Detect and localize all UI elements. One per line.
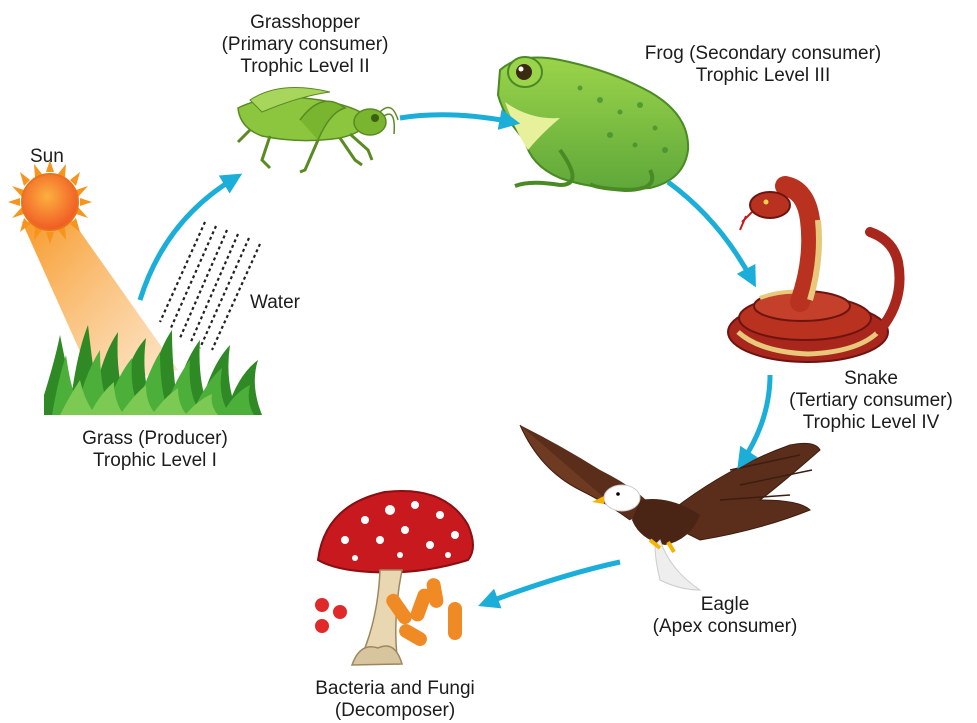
grasshopper-label-name: Grasshopper xyxy=(195,12,415,34)
snake-label: Snake (Tertiary consumer) Trophic Level … xyxy=(772,368,970,434)
grass-label: Grass (Producer) Trophic Level I xyxy=(40,428,270,472)
arrow-eagle-to-decomposer xyxy=(486,562,620,603)
snake-label-name: Snake xyxy=(772,368,970,390)
water-icon xyxy=(160,222,260,350)
eagle-label: Eagle (Apex consumer) xyxy=(625,594,825,638)
eagle-label-role: (Apex consumer) xyxy=(625,616,825,638)
snake-icon xyxy=(728,186,900,362)
sun-label: Sun xyxy=(30,146,64,168)
frog-label-name: Frog (Secondary consumer) xyxy=(608,43,918,65)
arrow-snake-to-eagle xyxy=(742,375,770,462)
grasshopper-label: Grasshopper (Primary consumer) Trophic L… xyxy=(195,12,415,78)
eagle-label-name: Eagle xyxy=(625,594,825,616)
water-label: Water xyxy=(250,292,300,314)
frog-label: Frog (Secondary consumer) Trophic Level … xyxy=(608,43,918,87)
arrow-grass-to-grasshopper xyxy=(140,178,235,300)
arrow-frog-to-snake xyxy=(668,182,752,280)
grass-label-level: Trophic Level I xyxy=(40,450,270,472)
grasshopper-label-role: (Primary consumer) xyxy=(195,34,415,56)
grasshopper-label-level: Trophic Level II xyxy=(195,56,415,78)
snake-label-role: (Tertiary consumer) xyxy=(772,390,970,412)
decomposer-label: Bacteria and Fungi (Decomposer) xyxy=(285,678,505,722)
grasshopper-icon xyxy=(238,88,398,173)
arrow-grasshopper-to-frog xyxy=(400,115,512,122)
snake-label-level: Trophic Level IV xyxy=(772,412,970,434)
eagle-icon xyxy=(520,425,820,590)
decomposer-label-role: (Decomposer) xyxy=(285,700,505,722)
mushroom-icon xyxy=(318,491,473,665)
decomposer-label-name: Bacteria and Fungi xyxy=(285,678,505,700)
frog-label-level: Trophic Level III xyxy=(608,65,918,87)
grass-label-name: Grass (Producer) xyxy=(40,428,270,450)
